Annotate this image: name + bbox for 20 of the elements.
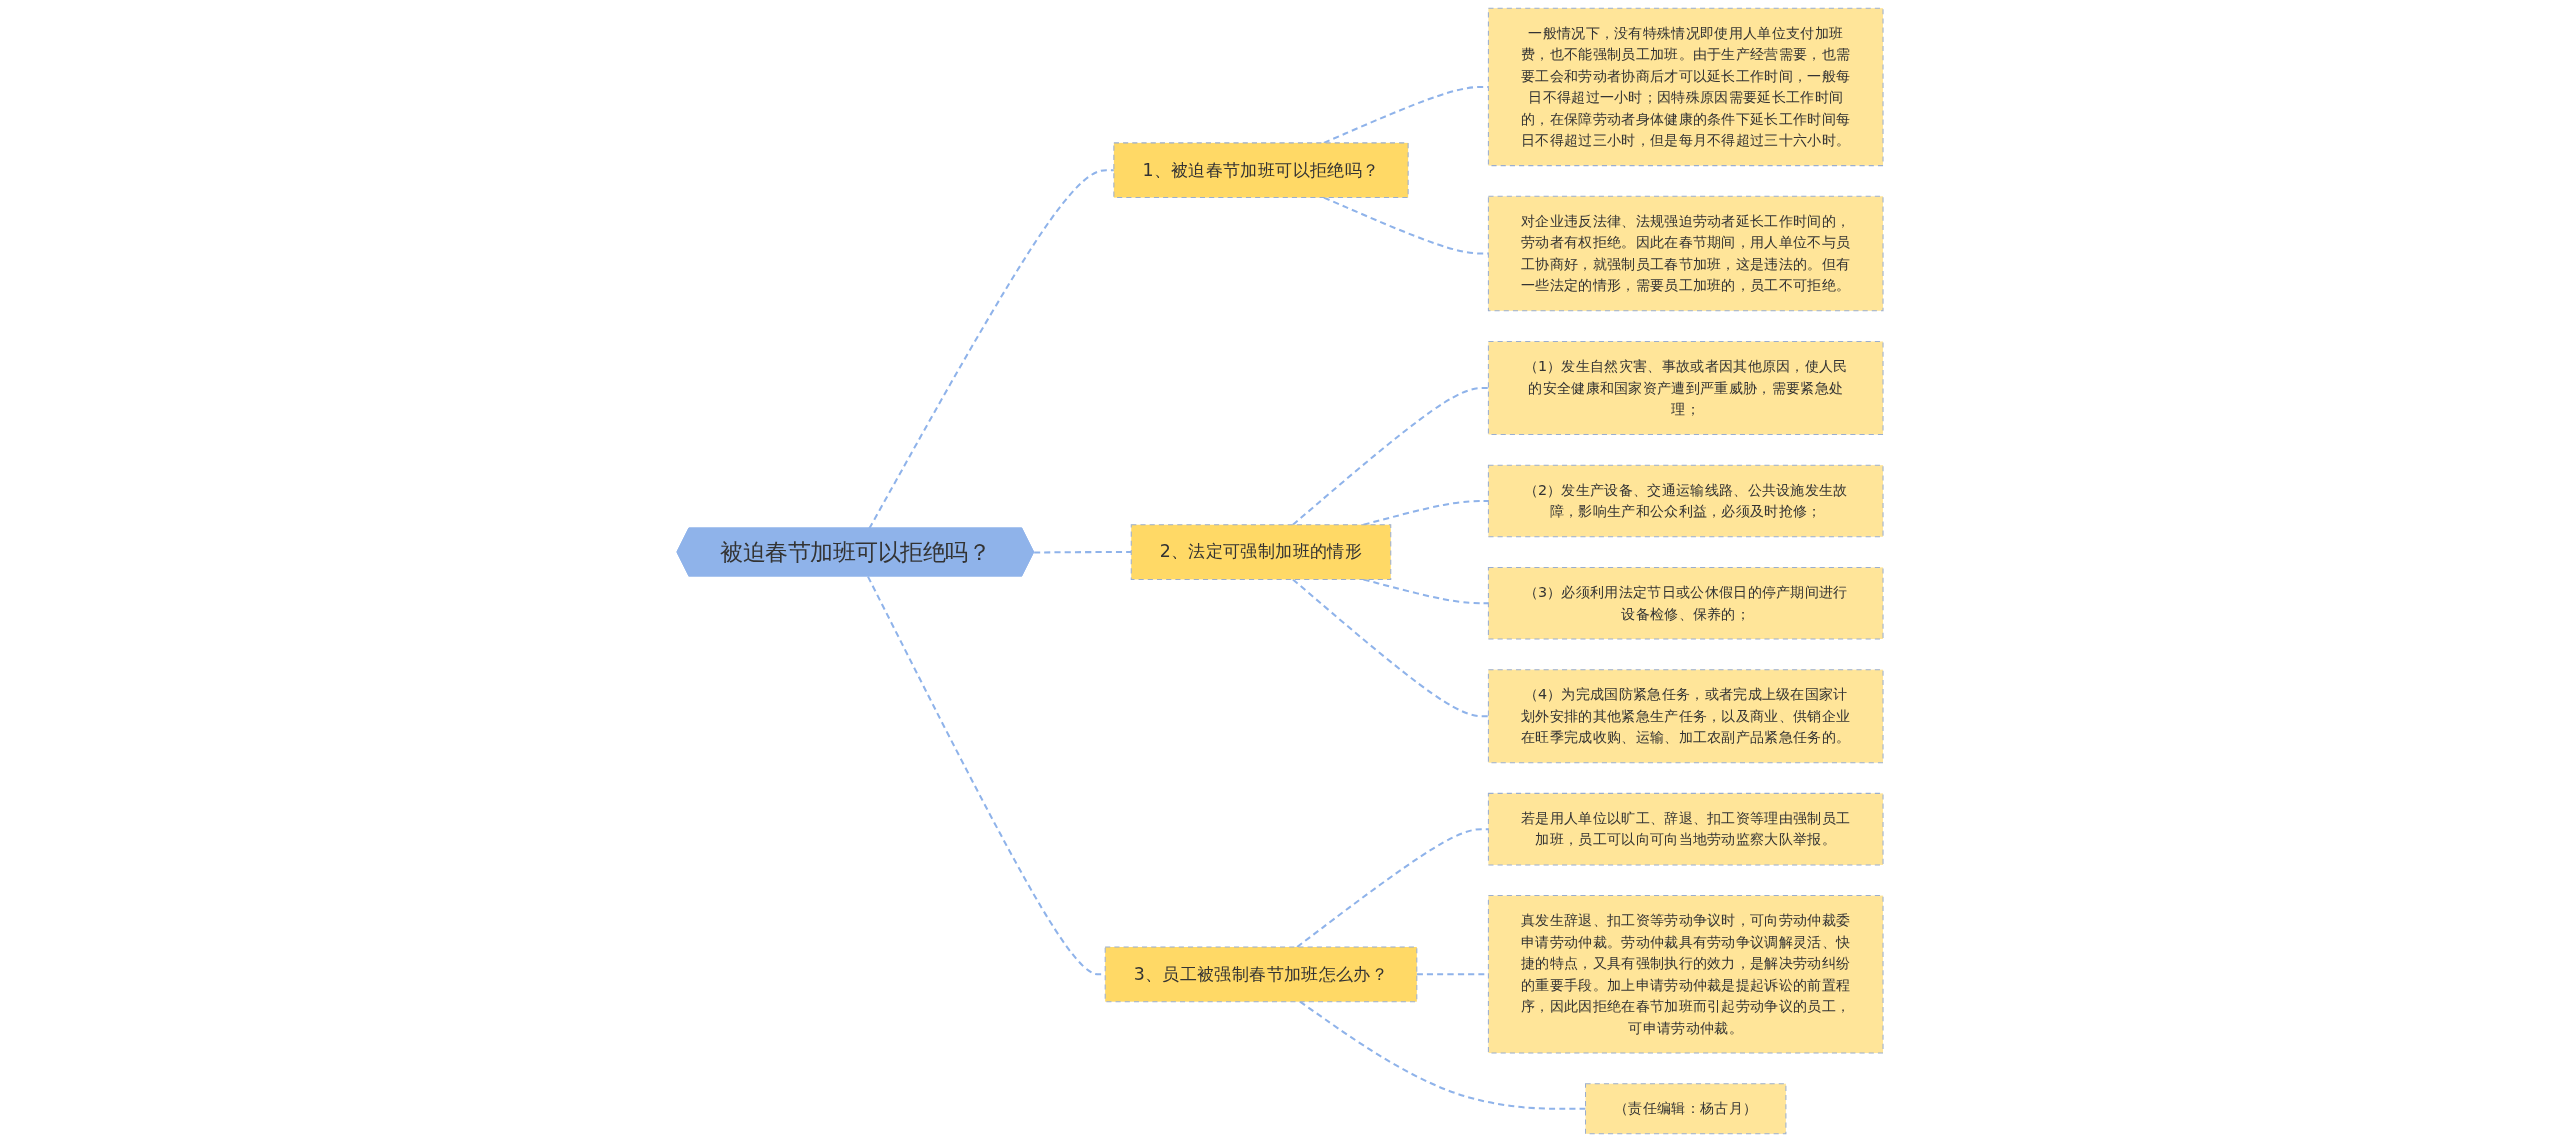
connector xyxy=(1292,578,1489,718)
connector xyxy=(1034,551,1132,554)
node-box: 1、被迫春节加班可以拒绝吗？ xyxy=(1113,142,1409,199)
node-box: （3）必须利用法定节日或公休假日的停产期间进行设备检修、保养的； xyxy=(1487,566,1884,640)
node-box: 对企业违反法律、法规强迫劳动者延长工作时间的，劳动者有权拒绝。因此在春节期间，用人单位不与员工协商好，就强制员工春节加班，这是违法的。但有一些法定的情形，需要员工加班的，员工不可拒绝。 xyxy=(1487,195,1884,312)
node-box: （4）为完成国防紧急任务，或者完成上级在国家计划外安排的其他紧急生产任务，以及商业、供销企业在旺季完成收购、运输、加工农副产品紧急任务的。 xyxy=(1487,669,1884,764)
node-box: （2）发生产设备、交通运输线路、公共设施发生故障，影响生产和公众利益，必须及时抢修； xyxy=(1487,464,1884,538)
node-box: 一般情况下，没有特殊情况即使用人单位支付加班费，也不能强制员工加班。由于生产经营需要，也需要工会和劳动者协商后才可以延长工作时间，一般每日不得超过一小时；因特殊原因需要延长工作时间的，在保障劳动者身体健康的条件下延长工作时间每日不得超过三小时，但是每月不得超过三十六小时。 xyxy=(1487,7,1884,167)
node-box: 3、员工被强制春节加班怎么办？ xyxy=(1104,946,1418,1003)
connector xyxy=(1296,828,1489,948)
connector xyxy=(1292,386,1489,526)
connector xyxy=(1363,499,1489,526)
node-box: （责任编辑：杨古月） xyxy=(1585,1083,1787,1135)
node-box: （1）发生自然灾害、事故或者因其他原因，使人民的安全健康和国家资产遭到严重威胁，需要紧急处理； xyxy=(1487,340,1884,435)
connector xyxy=(1363,578,1489,605)
node-box: 2、法定可强制加班的情形 xyxy=(1130,524,1392,580)
connector xyxy=(1299,1000,1586,1110)
connector xyxy=(868,169,1114,530)
node-box: 真发生辞退、扣工资等劳动争议时，可向劳动仲裁委申请劳动仲裁。劳动仲裁具有劳动争议调解灵活、快捷的特点，又具有强制执行的效力，是解决劳动纠纷的重要手段。加上申请劳动仲裁是提起诉讼的前置程序，因此因拒绝在春节加班而引起劳动争议的员工，可申请劳动仲裁。 xyxy=(1487,895,1884,1054)
node-box: 若是用人单位以旷工、辞退、扣工资等理由强制员工加班，员工可以向可向当地劳动监察大队举报。 xyxy=(1487,792,1884,866)
